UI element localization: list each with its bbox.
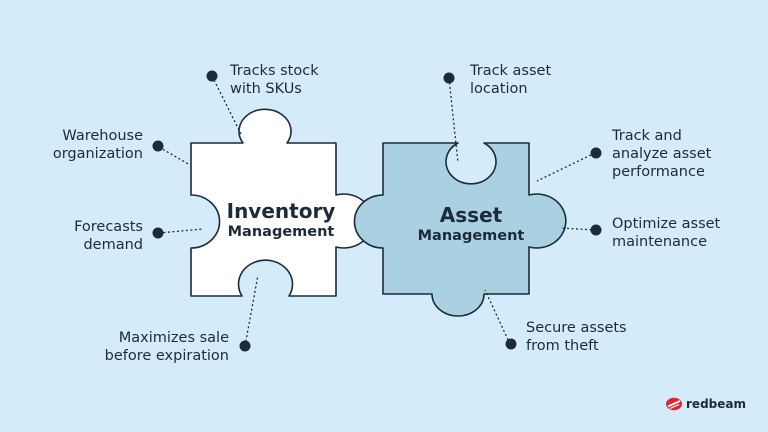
inventory-title: Inventory	[226, 199, 336, 223]
inventory-subtitle: Management	[227, 224, 335, 240]
feature-track-location: Track asset location	[470, 63, 552, 97]
asset-title: Asset	[439, 203, 503, 227]
feature-secure: Secure assets from theft	[526, 320, 627, 354]
asset-title-block: Asset Management	[401, 203, 541, 245]
bullet-optimize	[590, 224, 602, 236]
inventory-title-block: Inventory Management	[211, 199, 351, 241]
feature-maximizes-sale: Maximizes sale before expiration	[104, 330, 229, 364]
feature-warehouse: Warehouse organization	[52, 128, 143, 162]
brand-name: redbeam	[686, 397, 746, 411]
bullet-track-analyze	[590, 147, 602, 159]
feature-track-analyze: Track and analyze asset performance	[612, 128, 712, 180]
connector-track-analyze	[536, 152, 596, 182]
bullet-warehouse	[152, 140, 164, 152]
bullet-track-location	[443, 72, 455, 84]
bullet-tracks-stock	[206, 70, 218, 82]
bullet-secure	[505, 338, 517, 350]
connector-maximizes-sale	[244, 274, 259, 347]
brand-logo: redbeam	[665, 397, 746, 411]
connector-track-location	[448, 77, 459, 164]
connector-secure	[484, 289, 511, 345]
feature-tracks-stock: Tracks stock with SKUs	[230, 63, 319, 97]
inventory-puzzle-piece	[190, 108, 374, 297]
bullet-forecasts	[152, 227, 164, 239]
connector-tracks-stock	[211, 75, 243, 137]
feature-forecasts: Forecasts demand	[74, 219, 143, 253]
asset-subtitle: Management	[417, 228, 525, 244]
redbeam-logo-icon	[666, 397, 683, 411]
connector-optimize	[559, 227, 597, 231]
connector-warehouse	[158, 146, 191, 166]
asset-puzzle-piece	[353, 142, 567, 317]
bullet-maximizes-sale	[239, 340, 251, 352]
feature-optimize: Optimize asset maintenance	[612, 216, 721, 250]
connector-forecasts	[158, 228, 204, 234]
